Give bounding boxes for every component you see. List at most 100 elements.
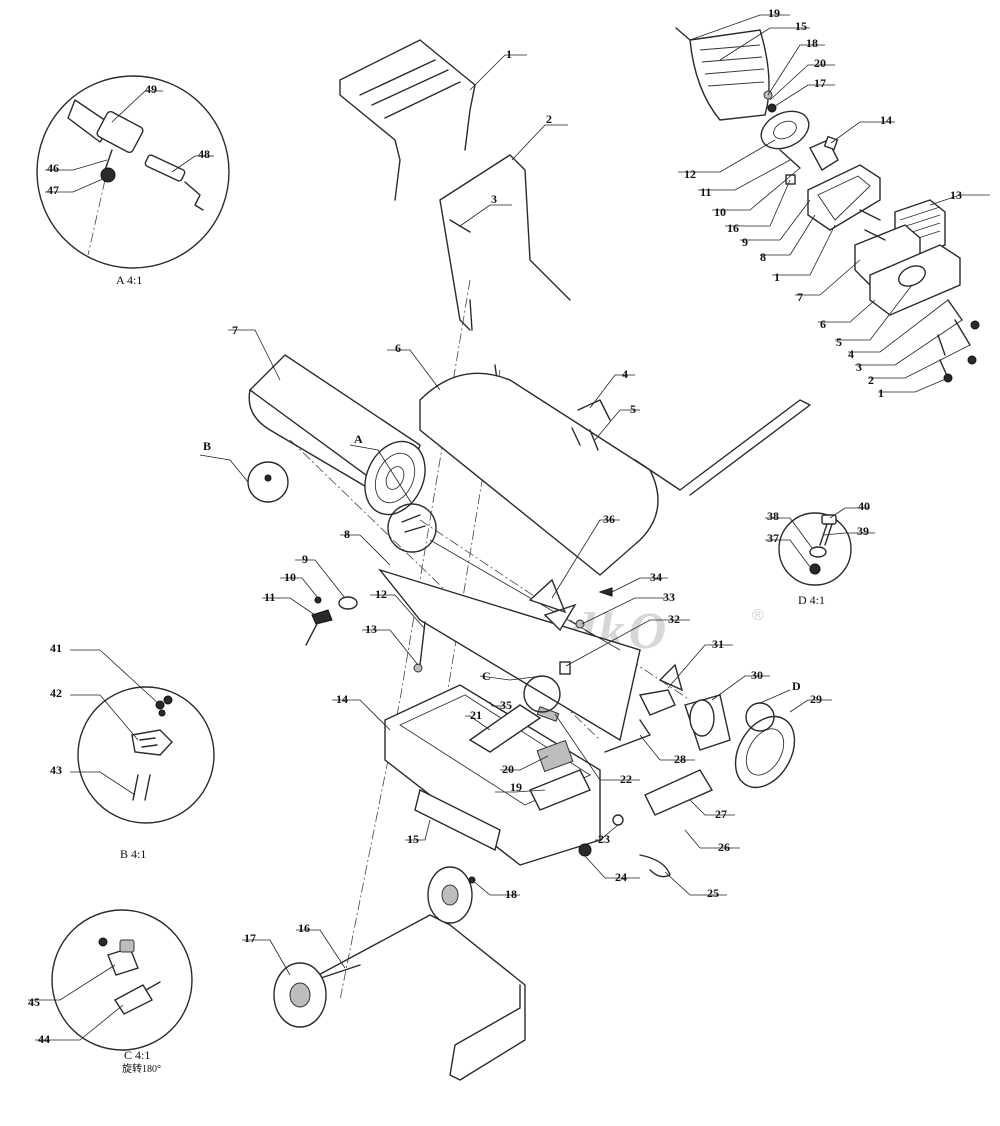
leader-29 (789, 699, 832, 713)
leader-34 (611, 577, 668, 593)
burner-leader-16 (725, 179, 791, 227)
leader-15 (405, 819, 431, 841)
burner-leader-6 (818, 299, 876, 323)
part-23-bushing (612, 814, 624, 826)
detail-a-fitting (96, 110, 144, 154)
part-2-side-handle (439, 154, 571, 331)
leader-3 (459, 204, 512, 227)
detail-a-leader-49 (111, 90, 163, 123)
callout-4: 4 (622, 367, 628, 381)
burner-callout-10: 10 (714, 205, 726, 219)
burner-callout-5: 5 (836, 335, 842, 349)
callout-8: 8 (344, 527, 350, 541)
burner-leader-18 (767, 44, 825, 96)
main-centerline-4 (419, 519, 691, 701)
leader-20 (500, 755, 549, 771)
leader-32 (565, 619, 690, 667)
part-10-nut (314, 596, 322, 604)
part-22-plate (536, 706, 560, 722)
detail-c-leader-44 (35, 1004, 124, 1041)
leader-22 (554, 713, 640, 781)
callout-29: 29 (810, 692, 822, 706)
burner-back-plate (807, 164, 881, 231)
part-a-grille-ring-2 (385, 466, 405, 490)
leader-35 (489, 701, 505, 707)
callout-39: 39 (857, 524, 869, 538)
burner-leader-4 (848, 299, 949, 353)
part-12-rod (419, 621, 426, 666)
detail-b-bracket (131, 729, 173, 756)
burner-leader-12 (678, 139, 776, 173)
part-24-knob (578, 843, 592, 857)
callout-33: 33 (663, 590, 675, 604)
callout-31: 31 (712, 637, 724, 651)
detail-a-circle (36, 75, 230, 269)
detail-a-label: A 4:1 (116, 273, 142, 287)
burner-leader-5 (835, 284, 913, 341)
leader-4 (589, 374, 635, 409)
callout-43: 43 (50, 763, 62, 777)
part-11-knob (311, 609, 333, 625)
marker-c-leader (479, 675, 543, 681)
detail-a-elbow (104, 149, 113, 171)
burner-callout-12: 12 (684, 167, 696, 181)
burner-callout-4: 4 (848, 347, 854, 361)
detail-c-leader-45 (28, 964, 116, 1001)
burner-callout-3: 3 (856, 360, 862, 374)
detail-a-spring-wire (184, 181, 204, 211)
callout-42: 42 (50, 686, 62, 700)
callout-15: 15 (407, 832, 419, 846)
detail-b-circle (77, 686, 215, 824)
part-36-front-fan (528, 578, 577, 632)
callout-48: 48 (198, 147, 210, 161)
detail-a-leader-47 (45, 177, 106, 193)
callout-28: 28 (674, 752, 686, 766)
part-13-washer (413, 663, 423, 673)
part-rear-handle (634, 399, 811, 496)
detail-b-leader-42 (70, 694, 139, 741)
detail-b-screw-3 (158, 709, 166, 717)
detail-c-knob-cap (119, 939, 135, 953)
burner-filter-grid (899, 206, 941, 245)
detail-b-screw-2 (163, 695, 173, 705)
leader-33 (581, 597, 665, 625)
callout-10: 10 (284, 570, 296, 584)
burner-leader-10 (712, 167, 801, 211)
burner-callout-14: 14 (880, 113, 892, 127)
callout-38: 38 (767, 509, 779, 523)
burner-leader-14 (830, 121, 895, 144)
callout-26: 26 (718, 840, 730, 854)
callout-14: 14 (336, 692, 348, 706)
callout-49: 49 (145, 82, 157, 96)
callout-3: 3 (491, 192, 497, 206)
leader-5 (594, 409, 640, 441)
callout-35: 35 (500, 698, 512, 712)
part-21-bracket (468, 704, 542, 753)
callout-45: 45 (28, 995, 40, 1009)
burner-bolts (859, 209, 971, 379)
burner-fan-disc (760, 110, 810, 150)
leader-21 (465, 715, 491, 731)
watermark-registered-mark: ® (752, 607, 764, 624)
leader-7 (228, 329, 281, 381)
callout-32: 32 (668, 612, 680, 626)
leader-26 (684, 829, 740, 849)
callout-5: 5 (630, 402, 636, 416)
callout-23: 23 (598, 832, 610, 846)
detail-a-centerline (87, 179, 106, 256)
burner-leader-8 (760, 214, 816, 256)
marker-a-leader (349, 444, 413, 505)
leader-10 (280, 577, 319, 599)
burner-leader-3 (855, 319, 963, 366)
marker-d-label: D (792, 679, 801, 693)
detail-d-leader-40 (829, 507, 870, 519)
callout-22: 22 (620, 772, 632, 786)
leader-6 (387, 349, 441, 391)
part-a-front-grille (364, 440, 426, 516)
burner-bolt-head-2 (967, 355, 977, 365)
burner-fan-hub (773, 120, 797, 140)
leader-9 (295, 559, 346, 599)
leader-28 (639, 734, 695, 761)
part-25-power-cord (639, 854, 671, 878)
detail-b-leader-41 (70, 649, 161, 706)
